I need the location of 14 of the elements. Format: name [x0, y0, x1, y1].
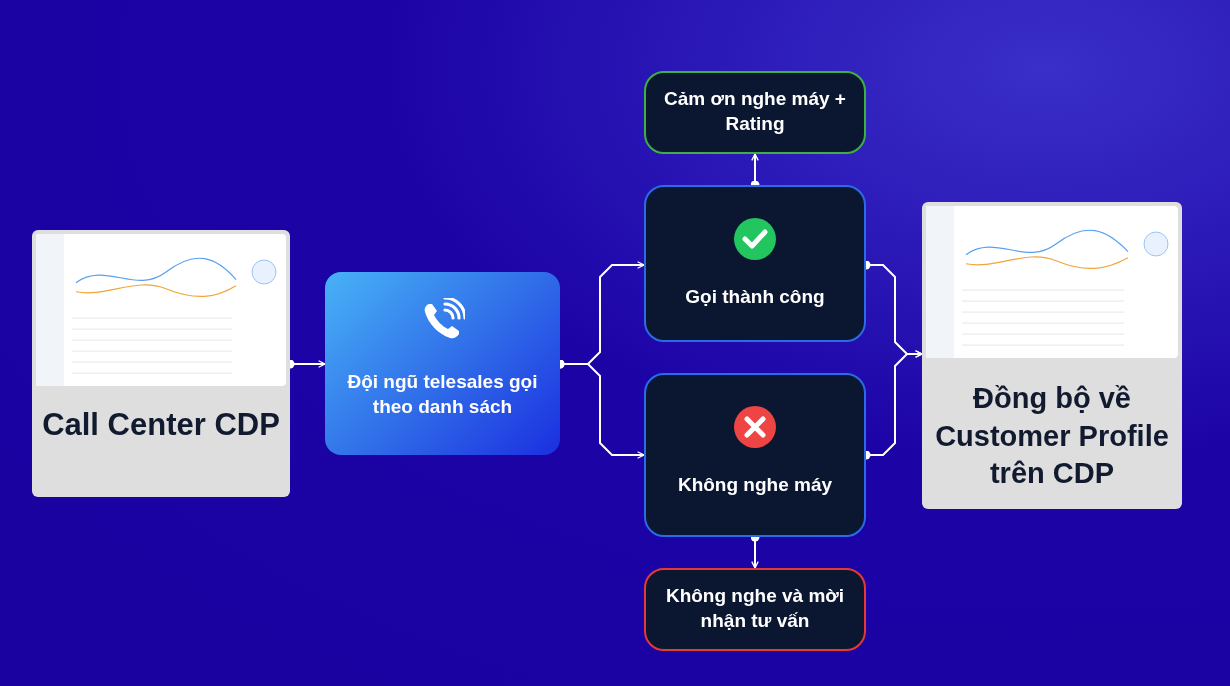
process-box: [325, 272, 560, 455]
node-label: Call Center CDP: [41, 406, 281, 444]
node-label: Không nghe máy: [676, 473, 834, 497]
screenshot-card: [32, 230, 290, 497]
node-label: Cảm ơn nghe máy + Rating: [663, 87, 847, 136]
screenshot-card: [922, 202, 1182, 509]
status-box: [644, 185, 866, 342]
status-box: [644, 373, 866, 537]
outcome-box: [644, 71, 866, 154]
node-label: Đồng bộ về Customer Profile trên CDP: [934, 381, 1170, 492]
outcome-box: [644, 568, 866, 651]
node-label: Không nghe và mời nhận tư vấn: [664, 584, 846, 633]
node-label: Gọi thành công: [684, 285, 826, 309]
node-label: Đội ngũ telesales gọi theo danh sách: [346, 370, 539, 419]
